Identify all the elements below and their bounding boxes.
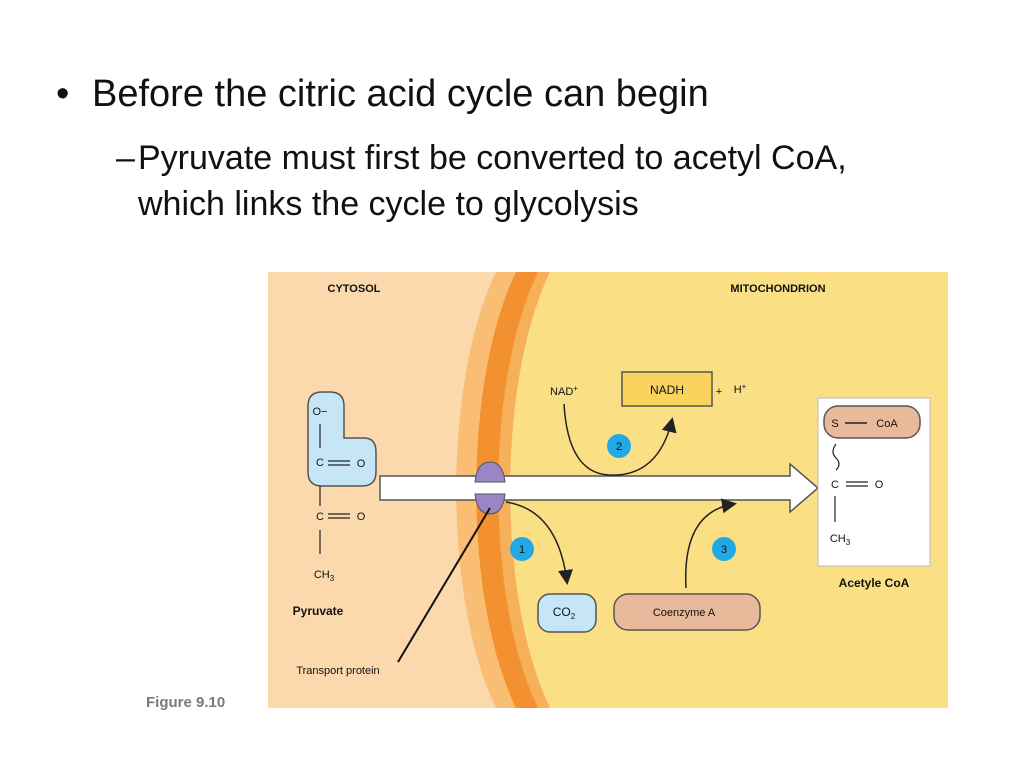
bullet-dash: – <box>116 139 135 177</box>
h-text: H <box>734 384 742 396</box>
nad-text: NAD <box>550 386 573 398</box>
bullet-dot: • <box>56 73 70 115</box>
acetyl-s: S <box>831 418 838 430</box>
acetyl-coa-text: CoA <box>876 418 898 430</box>
transport-protein-top <box>474 461 506 483</box>
step2-number: 2 <box>616 441 622 453</box>
cytosol-label: CYTOSOL <box>328 283 381 295</box>
pyruvate-carboxyl-shape <box>307 391 377 487</box>
transport-protein-label: Transport protein <box>296 665 379 677</box>
acetyl-ch3-text: CH <box>830 533 846 545</box>
nadh-box <box>621 371 713 407</box>
mitochondrion-label: MITOCHONDRION <box>730 283 825 295</box>
bullet-sub-text: Pyruvate must first be converted to acet… <box>138 139 847 223</box>
transport-protein-bottom <box>474 493 506 515</box>
pyruvate-label: Pyruvate <box>293 604 344 618</box>
transport-protein-pointer <box>397 507 491 663</box>
nadh-label: NADH <box>650 383 684 397</box>
coenzyme-a-box <box>613 593 761 631</box>
pyruvate-c2: C <box>316 511 324 523</box>
acetyl-c: C <box>831 479 839 491</box>
co2-sub: 2 <box>571 612 576 621</box>
co2-box <box>537 593 597 633</box>
step3-number: 3 <box>721 544 727 556</box>
wavy-bond <box>832 443 840 471</box>
step1-arrow <box>505 501 573 585</box>
pyruvate-o-minus: O− <box>313 406 328 418</box>
step2-arrow <box>563 403 677 476</box>
coenzyme-a-label: Coenzyme A <box>653 607 716 619</box>
step3-circle <box>712 537 736 561</box>
co2-text: CO <box>553 605 571 619</box>
step3-arrow <box>684 498 737 589</box>
figure-caption: Figure 9.10 <box>146 694 226 711</box>
bullet-main-text: Before the citric acid cycle can begin <box>92 73 709 115</box>
pyruvate-ch3-text: CH <box>314 569 330 581</box>
nad-plus: NAD+ <box>550 384 578 398</box>
s-coa-pill <box>823 405 921 439</box>
h-plus: H+ <box>734 382 747 396</box>
acetyl-ch3-sub: 3 <box>846 538 851 547</box>
co2-label: CO2 <box>553 605 576 621</box>
step1-circle <box>510 537 534 561</box>
acetyl-ch3: CH3 <box>830 533 851 547</box>
acetyl-o: O <box>875 479 884 491</box>
acetyl-coa-label: Acetyle CoA <box>839 576 910 590</box>
pyruvate-o1: O <box>357 458 366 470</box>
pyruvate-oxidation-diagram: CYTOSOL MITOCHONDRION O− C O C O CH3 Pyr… <box>268 272 948 708</box>
nadh-plus: + <box>716 386 722 398</box>
pyruvate-o2: O <box>357 511 366 523</box>
pyruvate-ch3: CH3 <box>314 569 335 583</box>
step1-number: 1 <box>519 544 525 556</box>
h-sup: + <box>742 382 747 391</box>
pyruvate-c1: C <box>316 457 324 469</box>
nad-sup: + <box>573 384 578 393</box>
pyruvate-ch3-sub: 3 <box>330 574 335 583</box>
step2-circle <box>607 434 631 458</box>
